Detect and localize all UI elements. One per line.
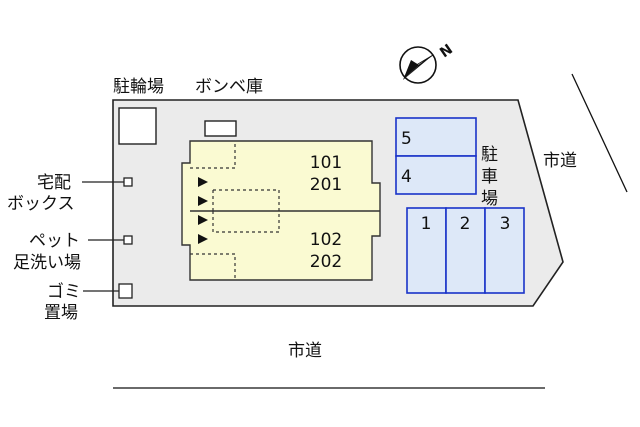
delivery-box-label-2: ボックス (7, 194, 75, 214)
stair-dashed-upper (190, 141, 280, 211)
unit-201: 201 (310, 175, 342, 195)
unit-102: 102 (310, 230, 342, 250)
garbage-area-marker (118, 283, 133, 299)
parking-space-5-label: 5 (401, 129, 412, 149)
bicycle-parking-box (118, 107, 157, 145)
gas-storage-label: ボンベ庫 (195, 77, 263, 97)
delivery-box-label-1: 宅配 (37, 173, 71, 193)
compass-north-label: N (437, 41, 456, 61)
parking-space-1-label: 1 (421, 214, 432, 234)
parking-space-3 (484, 207, 525, 294)
road-label-right: 市道 (543, 151, 577, 171)
road-label-bottom: 市道 (288, 341, 322, 361)
parking-space-2 (445, 207, 486, 294)
entrance-arrow (198, 215, 208, 225)
entrance-arrow (198, 177, 208, 187)
entrance-arrow (198, 234, 208, 244)
unit-202: 202 (310, 252, 342, 272)
compass-icon (399, 46, 437, 84)
parking-space-4 (395, 155, 477, 195)
parking-space-5 (395, 117, 477, 157)
stair-dashed-lower (190, 211, 280, 280)
garbage-label-2: 置場 (44, 303, 78, 323)
garbage-label-1: ゴミ (47, 281, 81, 302)
parking-space-3-label: 3 (500, 214, 511, 234)
pet-wash-label-1: ペット (29, 231, 80, 251)
parking-space-2-label: 2 (460, 214, 471, 234)
parking-label-3: 場 (481, 189, 498, 209)
parking-label-2: 車 (481, 167, 498, 187)
delivery-box-marker (123, 177, 133, 187)
bicycle-parking-label: 駐輪場 (113, 77, 164, 97)
pet-wash-marker (123, 235, 133, 245)
entrance-arrow (198, 196, 208, 206)
pet-wash-label-2: 足洗い場 (13, 253, 81, 273)
gas-storage-box (204, 120, 237, 137)
parking-space-4-label: 4 (401, 167, 412, 187)
parking-label-1: 駐 (481, 145, 498, 165)
unit-101: 101 (310, 153, 342, 173)
road-line-right (571, 73, 628, 193)
